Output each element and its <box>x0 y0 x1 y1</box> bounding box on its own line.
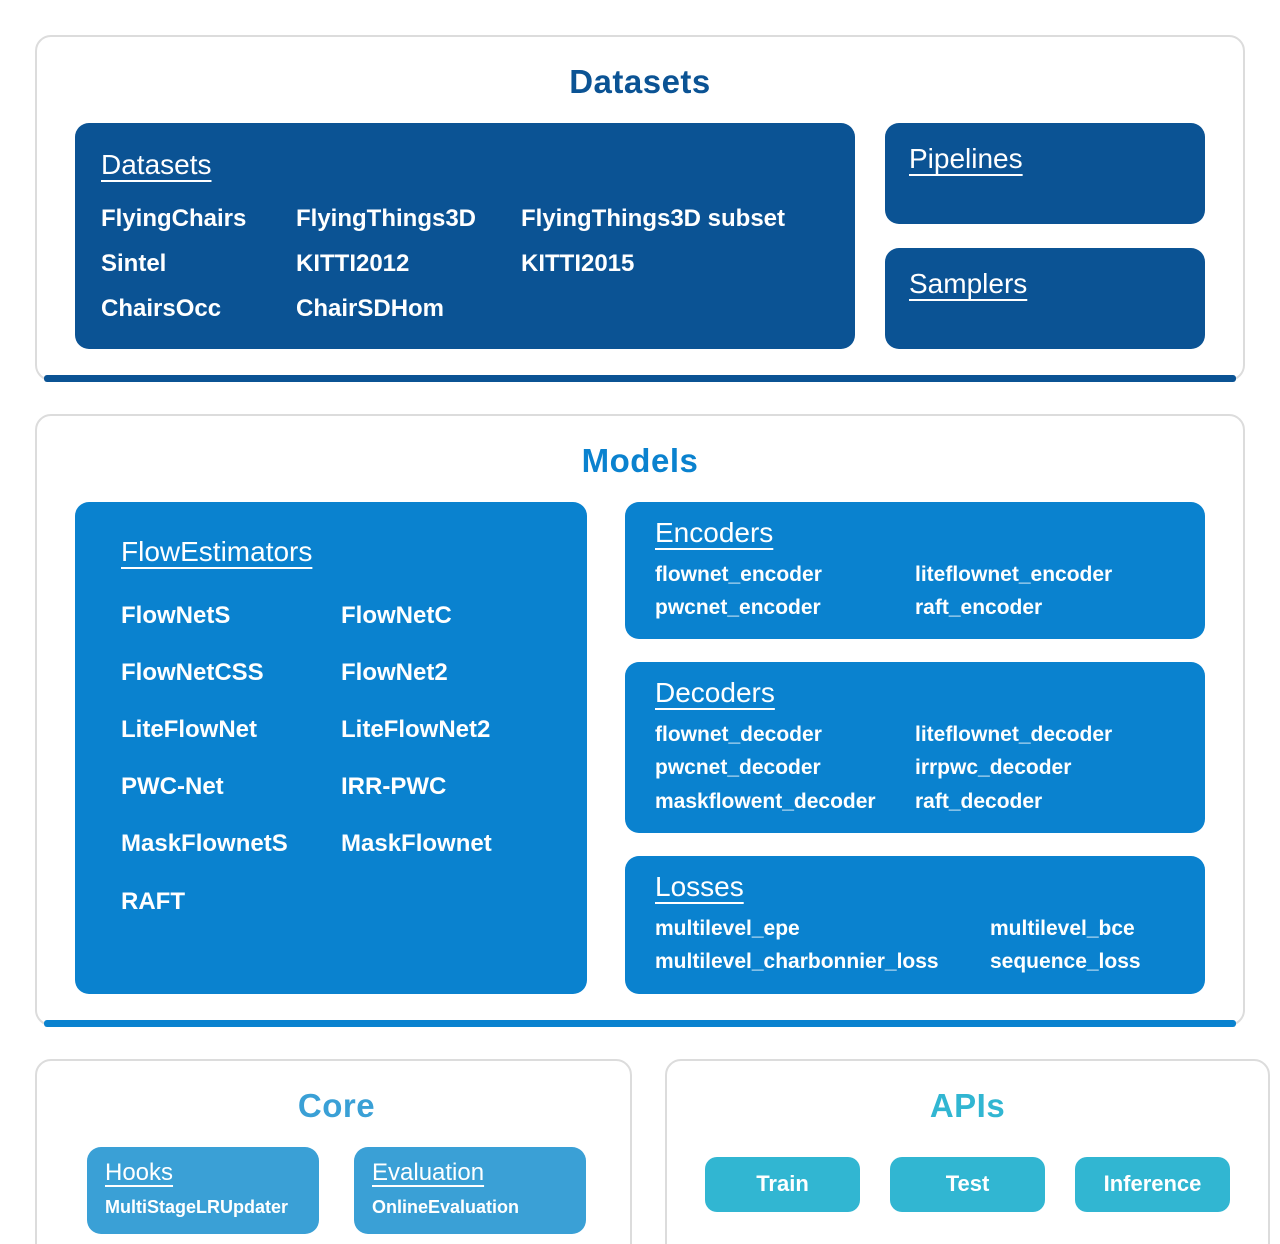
evaluation-list: OnlineEvaluation <box>372 1197 568 1218</box>
bottom-row: Core Hooks MultiStageLRUpdater Evaluatio… <box>35 1058 1270 1244</box>
api-buttons-row: Train Test Inference <box>705 1156 1230 1212</box>
flow-estimator-item: IRR-PWC <box>341 773 447 801</box>
flow-estimators-heading-link[interactable]: FlowEstimators <box>121 535 313 567</box>
dataset-item: ChairsOcc <box>101 295 222 323</box>
flow-estimator-item: FlowNetCSS <box>121 658 264 686</box>
datasets-box-heading-link[interactable]: Datasets <box>101 149 212 180</box>
encoder-item: flownet_encoder <box>655 562 822 586</box>
models-section-title: Models <box>581 441 699 479</box>
losses-list: multilevel_epe multilevel_bce multilevel_c… <box>655 915 1175 976</box>
pipelines-heading-link[interactable]: Pipelines <box>909 143 1023 174</box>
evaluation-box: Evaluation OnlineEvaluation <box>354 1146 586 1234</box>
loss-item: multilevel_charbonnier_loss <box>655 950 939 974</box>
flow-estimator-item: FlowNet2 <box>341 658 448 686</box>
encoders-box: Encoders flownet_encoder liteflownet_enco… <box>625 501 1205 640</box>
dataset-item: Sintel <box>101 250 167 278</box>
flow-estimator-item: MaskFlownet <box>341 830 492 858</box>
core-section-title: Core <box>297 1086 376 1124</box>
datasets-list: FlyingChairs FlyingThings3D FlyingThings3D… <box>101 203 829 325</box>
evaluation-item: OnlineEvaluation <box>372 1196 520 1217</box>
flow-estimator-item: FlowNetS <box>121 601 231 629</box>
apis-section-title: APIs <box>929 1086 1006 1124</box>
hooks-list: MultiStageLRUpdater <box>105 1197 301 1218</box>
decoder-item: maskflowent_decoder <box>655 789 876 813</box>
samplers-box: Samplers <box>885 247 1205 349</box>
evaluation-heading-link[interactable]: Evaluation <box>372 1158 485 1186</box>
pipelines-box: Pipelines <box>885 123 1205 224</box>
samplers-heading-link[interactable]: Samplers <box>909 267 1028 299</box>
loss-item: sequence_loss <box>990 950 1141 974</box>
flow-estimator-item: LiteFlowNet <box>121 715 257 743</box>
decoders-heading-link[interactable]: Decoders <box>655 677 775 709</box>
models-side-stack: Encoders flownet_encoder liteflownet_enco… <box>625 501 1205 994</box>
datasets-section: Datasets Datasets FlyingChairs FlyingThin… <box>35 35 1245 382</box>
flow-estimator-item: PWC-Net <box>121 773 224 801</box>
flow-estimator-item: FlowNetC <box>341 601 452 629</box>
losses-heading-link[interactable]: Losses <box>655 871 744 903</box>
dataset-item: KITTI2012 <box>296 250 410 278</box>
decoder-item: raft_decoder <box>915 789 1043 813</box>
dataset-item: FlyingChairs <box>101 205 247 232</box>
decoder-item: flownet_decoder <box>655 723 822 747</box>
datasets-side-column: Pipelines Samplers <box>885 123 1205 349</box>
apis-section: APIs Train Test Inference <box>665 1058 1270 1244</box>
flow-estimator-item: LiteFlowNet2 <box>341 715 491 743</box>
encoder-item: liteflownet_encoder <box>915 562 1113 586</box>
core-section: Core Hooks MultiStageLRUpdater Evaluatio… <box>35 1058 632 1244</box>
decoder-item: pwcnet_decoder <box>655 756 821 780</box>
dataset-item: KITTI2015 <box>521 250 635 278</box>
core-content-row: Hooks MultiStageLRUpdater Evaluation Onl… <box>87 1146 586 1234</box>
hook-item: MultiStageLRUpdater <box>105 1196 289 1217</box>
dataset-item: FlyingThings3D <box>296 205 476 232</box>
dataset-item: ChairSDHom <box>296 295 445 323</box>
datasets-section-title: Datasets <box>569 63 711 100</box>
dataset-item: FlyingThings3D subset <box>521 205 786 232</box>
flow-estimator-item: RAFT <box>121 887 185 915</box>
encoders-heading-link[interactable]: Encoders <box>655 516 774 548</box>
hooks-heading-link[interactable]: Hooks <box>105 1158 174 1186</box>
loss-item: multilevel_epe <box>655 917 800 941</box>
decoders-box: Decoders flownet_decoder liteflownet_deco… <box>625 662 1205 834</box>
api-button[interactable]: Train <box>705 1156 860 1212</box>
encoder-item: raft_encoder <box>915 595 1043 619</box>
models-content-row: FlowEstimators FlowNetS FlowNetC FlowNetCS… <box>75 501 1205 994</box>
hooks-box: Hooks MultiStageLRUpdater <box>87 1146 319 1234</box>
decoder-item: irrpwc_decoder <box>915 756 1072 780</box>
decoder-item: liteflownet_decoder <box>915 723 1113 747</box>
flow-estimators-box: FlowEstimators FlowNetS FlowNetC FlowNetCS… <box>75 501 587 994</box>
encoder-item: pwcnet_encoder <box>655 595 821 619</box>
api-button[interactable]: Inference <box>1075 1156 1230 1212</box>
loss-item: multilevel_bce <box>990 917 1135 941</box>
api-button[interactable]: Test <box>890 1156 1045 1212</box>
flow-estimator-item: MaskFlownetS <box>121 830 288 858</box>
